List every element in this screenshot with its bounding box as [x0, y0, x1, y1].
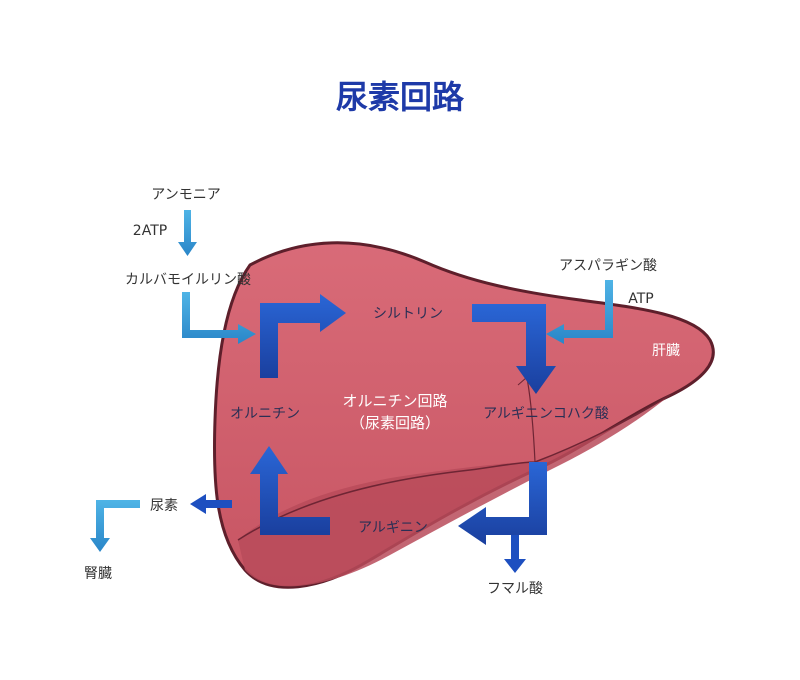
arrow-arginine-to-ornithine — [250, 446, 330, 535]
arrow-to-urea — [190, 494, 232, 514]
label-fumarate: フマル酸 — [487, 581, 543, 597]
label-carbamoyl-phosphate: カルバモイルリン酸 — [125, 272, 251, 288]
arrow-ammonia-down — [178, 210, 197, 256]
arrow-aspartate-in — [546, 280, 613, 344]
label-citrulline: シルトリン — [373, 306, 443, 322]
arrow-to-fumarate — [504, 535, 526, 573]
arrow-argininosuccinate-to-arginine — [458, 462, 547, 545]
arrow-ornithine-to-citrulline — [260, 294, 346, 378]
liver-fissure — [237, 394, 671, 541]
arrow-carbamoyl-to-ornithine — [182, 292, 256, 344]
label-ammonia: アンモニア — [151, 187, 220, 203]
label-argininosuccinate: アルギニンコハク酸 — [483, 406, 609, 422]
arrow-urea-to-kidney — [90, 500, 140, 552]
label-atp: ATP — [628, 291, 653, 307]
cycle-name: オルニチン回路 — [342, 392, 447, 410]
label-kidney: 腎臓 — [84, 566, 112, 582]
liver-lower-lobe — [238, 395, 670, 587]
liver-label: 肝臓 — [652, 343, 680, 359]
input-arrows — [90, 210, 613, 552]
cycle-arrows — [190, 294, 556, 573]
cycle-name-sub: （尿素回路） — [350, 414, 440, 432]
arrow-citrulline-to-argininosuccinate — [472, 304, 556, 394]
label-arginine: アルギニン — [358, 520, 428, 536]
label-aspartate: アスパラギン酸 — [559, 258, 657, 274]
label-urea: 尿素 — [150, 498, 178, 514]
label-2atp: 2ATP — [133, 223, 167, 239]
diagram-title: 尿素回路 — [336, 78, 465, 116]
label-ornithine: オルニチン — [230, 406, 300, 422]
